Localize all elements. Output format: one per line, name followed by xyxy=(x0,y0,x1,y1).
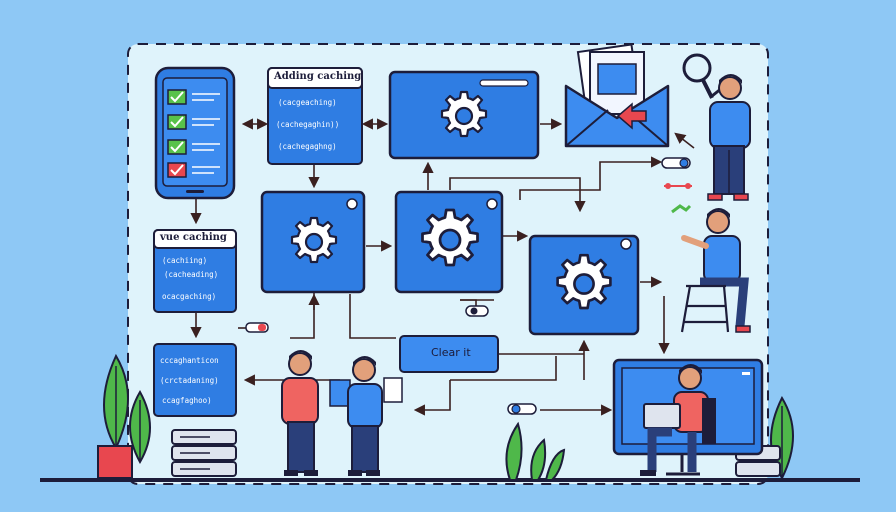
server-icon xyxy=(171,429,237,477)
settings-window-right xyxy=(528,234,640,336)
person-with-magnifier xyxy=(682,53,751,201)
settings-window-center xyxy=(394,190,504,294)
envelope-icon xyxy=(564,43,670,148)
settings-window-left xyxy=(260,190,366,294)
toggle-icon xyxy=(465,305,489,317)
toggle-icon xyxy=(661,157,691,169)
vue-caching-line-1: (cachiing) xyxy=(162,256,208,265)
person-on-stool xyxy=(680,208,751,333)
bottom-panel-line-3: ccagfaghoo) xyxy=(162,396,212,405)
people-exchanging-document xyxy=(281,350,403,476)
gear-icon xyxy=(421,208,479,267)
adding-caching-line-1: (cacgeaching) xyxy=(278,98,337,107)
plant-icon xyxy=(97,353,151,479)
vue-caching-panel xyxy=(153,229,237,313)
bottom-panel-line-2: (crctadaning) xyxy=(160,376,219,385)
monitor-with-person xyxy=(612,358,764,476)
adding-caching-line-3: (cachegaghng) xyxy=(278,142,337,151)
link-icon xyxy=(664,183,692,214)
gear-icon xyxy=(440,90,488,138)
adding-caching-panel xyxy=(267,67,363,165)
toggle-icon xyxy=(507,403,537,415)
vue-caching-line-2: (cacheading) xyxy=(164,270,219,279)
clear-button-shape xyxy=(399,335,499,373)
bottom-left-panel xyxy=(153,343,237,417)
toggle-icon xyxy=(245,322,269,333)
adding-caching-line-2: (cachegaghin)) xyxy=(276,120,340,129)
magnifier-icon xyxy=(682,53,712,83)
laptop-icon xyxy=(643,403,681,429)
vue-caching-title: vue caching xyxy=(160,232,227,243)
settings-window-top xyxy=(388,70,540,160)
ground-line xyxy=(40,478,860,482)
gear-icon xyxy=(290,216,338,264)
plant-icon xyxy=(505,421,566,481)
adding-caching-title: Adding caching xyxy=(274,71,362,82)
vue-caching-line-3: ocacgaching) xyxy=(162,292,217,301)
smartphone-icon xyxy=(154,66,236,200)
gear-icon xyxy=(556,253,612,310)
clear-it-button[interactable]: Clear it xyxy=(431,346,471,359)
bottom-panel-line-1: cccaghanticon xyxy=(160,356,219,365)
